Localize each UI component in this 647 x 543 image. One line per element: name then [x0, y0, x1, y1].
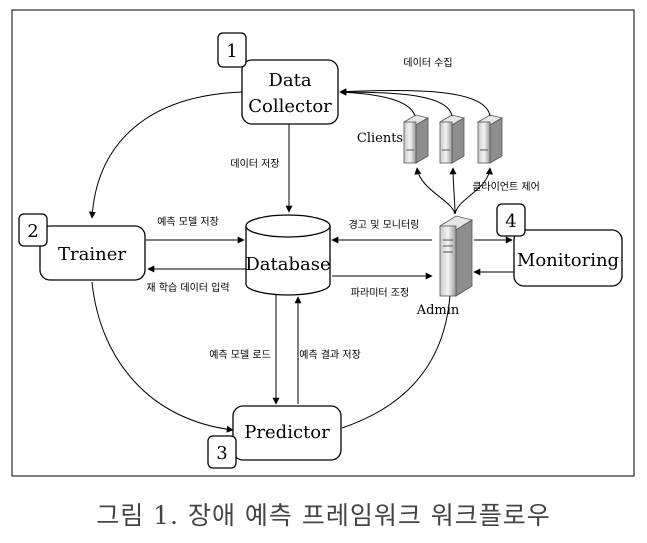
database-cylinder: [245, 214, 331, 296]
step-4-badge: [496, 203, 526, 237]
loop-trainer-predictor: [91, 281, 234, 433]
trainer-label: Trainer: [58, 244, 126, 265]
database-label: Database: [245, 254, 330, 275]
arrow-admin-client2: [449, 167, 457, 215]
data-collector-label-2: Collector: [248, 96, 332, 117]
arrow-client2-collector: [339, 88, 453, 117]
client-server-icon-3: [476, 114, 504, 164]
edge-label-model-load: 예측 모델 로드: [209, 349, 271, 361]
edge-label-data-store: 데이터 저장: [230, 158, 279, 170]
predictor-box: [232, 405, 342, 461]
data-collector-label-1: Data: [268, 70, 311, 91]
step-2-badge: [18, 213, 48, 247]
figure-caption: 그림 1. 장애 예측 프레임워크 워크플로우: [96, 501, 551, 530]
arrow-client1-collector: [339, 88, 416, 117]
edge-label-result-store: 예측 결과 저장: [299, 349, 361, 361]
step-2-number: 2: [27, 221, 38, 242]
edge-label-alert-monitor: 경고 및 모니터링: [349, 218, 420, 231]
trainer-box: [39, 225, 146, 281]
step-3-badge: [207, 435, 237, 469]
client-server-icon-1: [402, 114, 430, 164]
admin-label: Admin: [416, 303, 460, 318]
predictor-label: Predictor: [244, 422, 330, 443]
monitoring-label: Monitoring: [517, 250, 619, 271]
edge-label-data-collect: 데이터 수집: [403, 57, 452, 69]
loop-predictor-admin: [341, 294, 451, 429]
client-server-icon-2: [438, 114, 466, 164]
workflow-loop: [88, 91, 243, 219]
step-3-number: 3: [216, 443, 227, 464]
edge-label-param-adjust: 파라미터 조정: [351, 287, 409, 299]
arrow-client3-collector: [339, 88, 491, 117]
clients-label: Clients: [357, 131, 403, 146]
edge-label-retrain-input: 재 학습 데이터 입력: [146, 281, 229, 294]
data-collector-box: [241, 59, 339, 125]
edge-label-client-control: 클라이언트 제어: [472, 181, 540, 193]
diagram-border: [11, 9, 635, 477]
arrow-admin-client1: [414, 167, 456, 215]
monitoring-box: [513, 229, 623, 287]
edge-label-model-store: 예측 모델 저장: [157, 216, 219, 228]
step-1-number: 1: [226, 41, 237, 62]
step-4-number: 4: [505, 211, 516, 232]
arrow-admin-client3: [454, 167, 493, 215]
admin-server-icon: [438, 215, 474, 297]
step-1-badge: [217, 32, 247, 68]
